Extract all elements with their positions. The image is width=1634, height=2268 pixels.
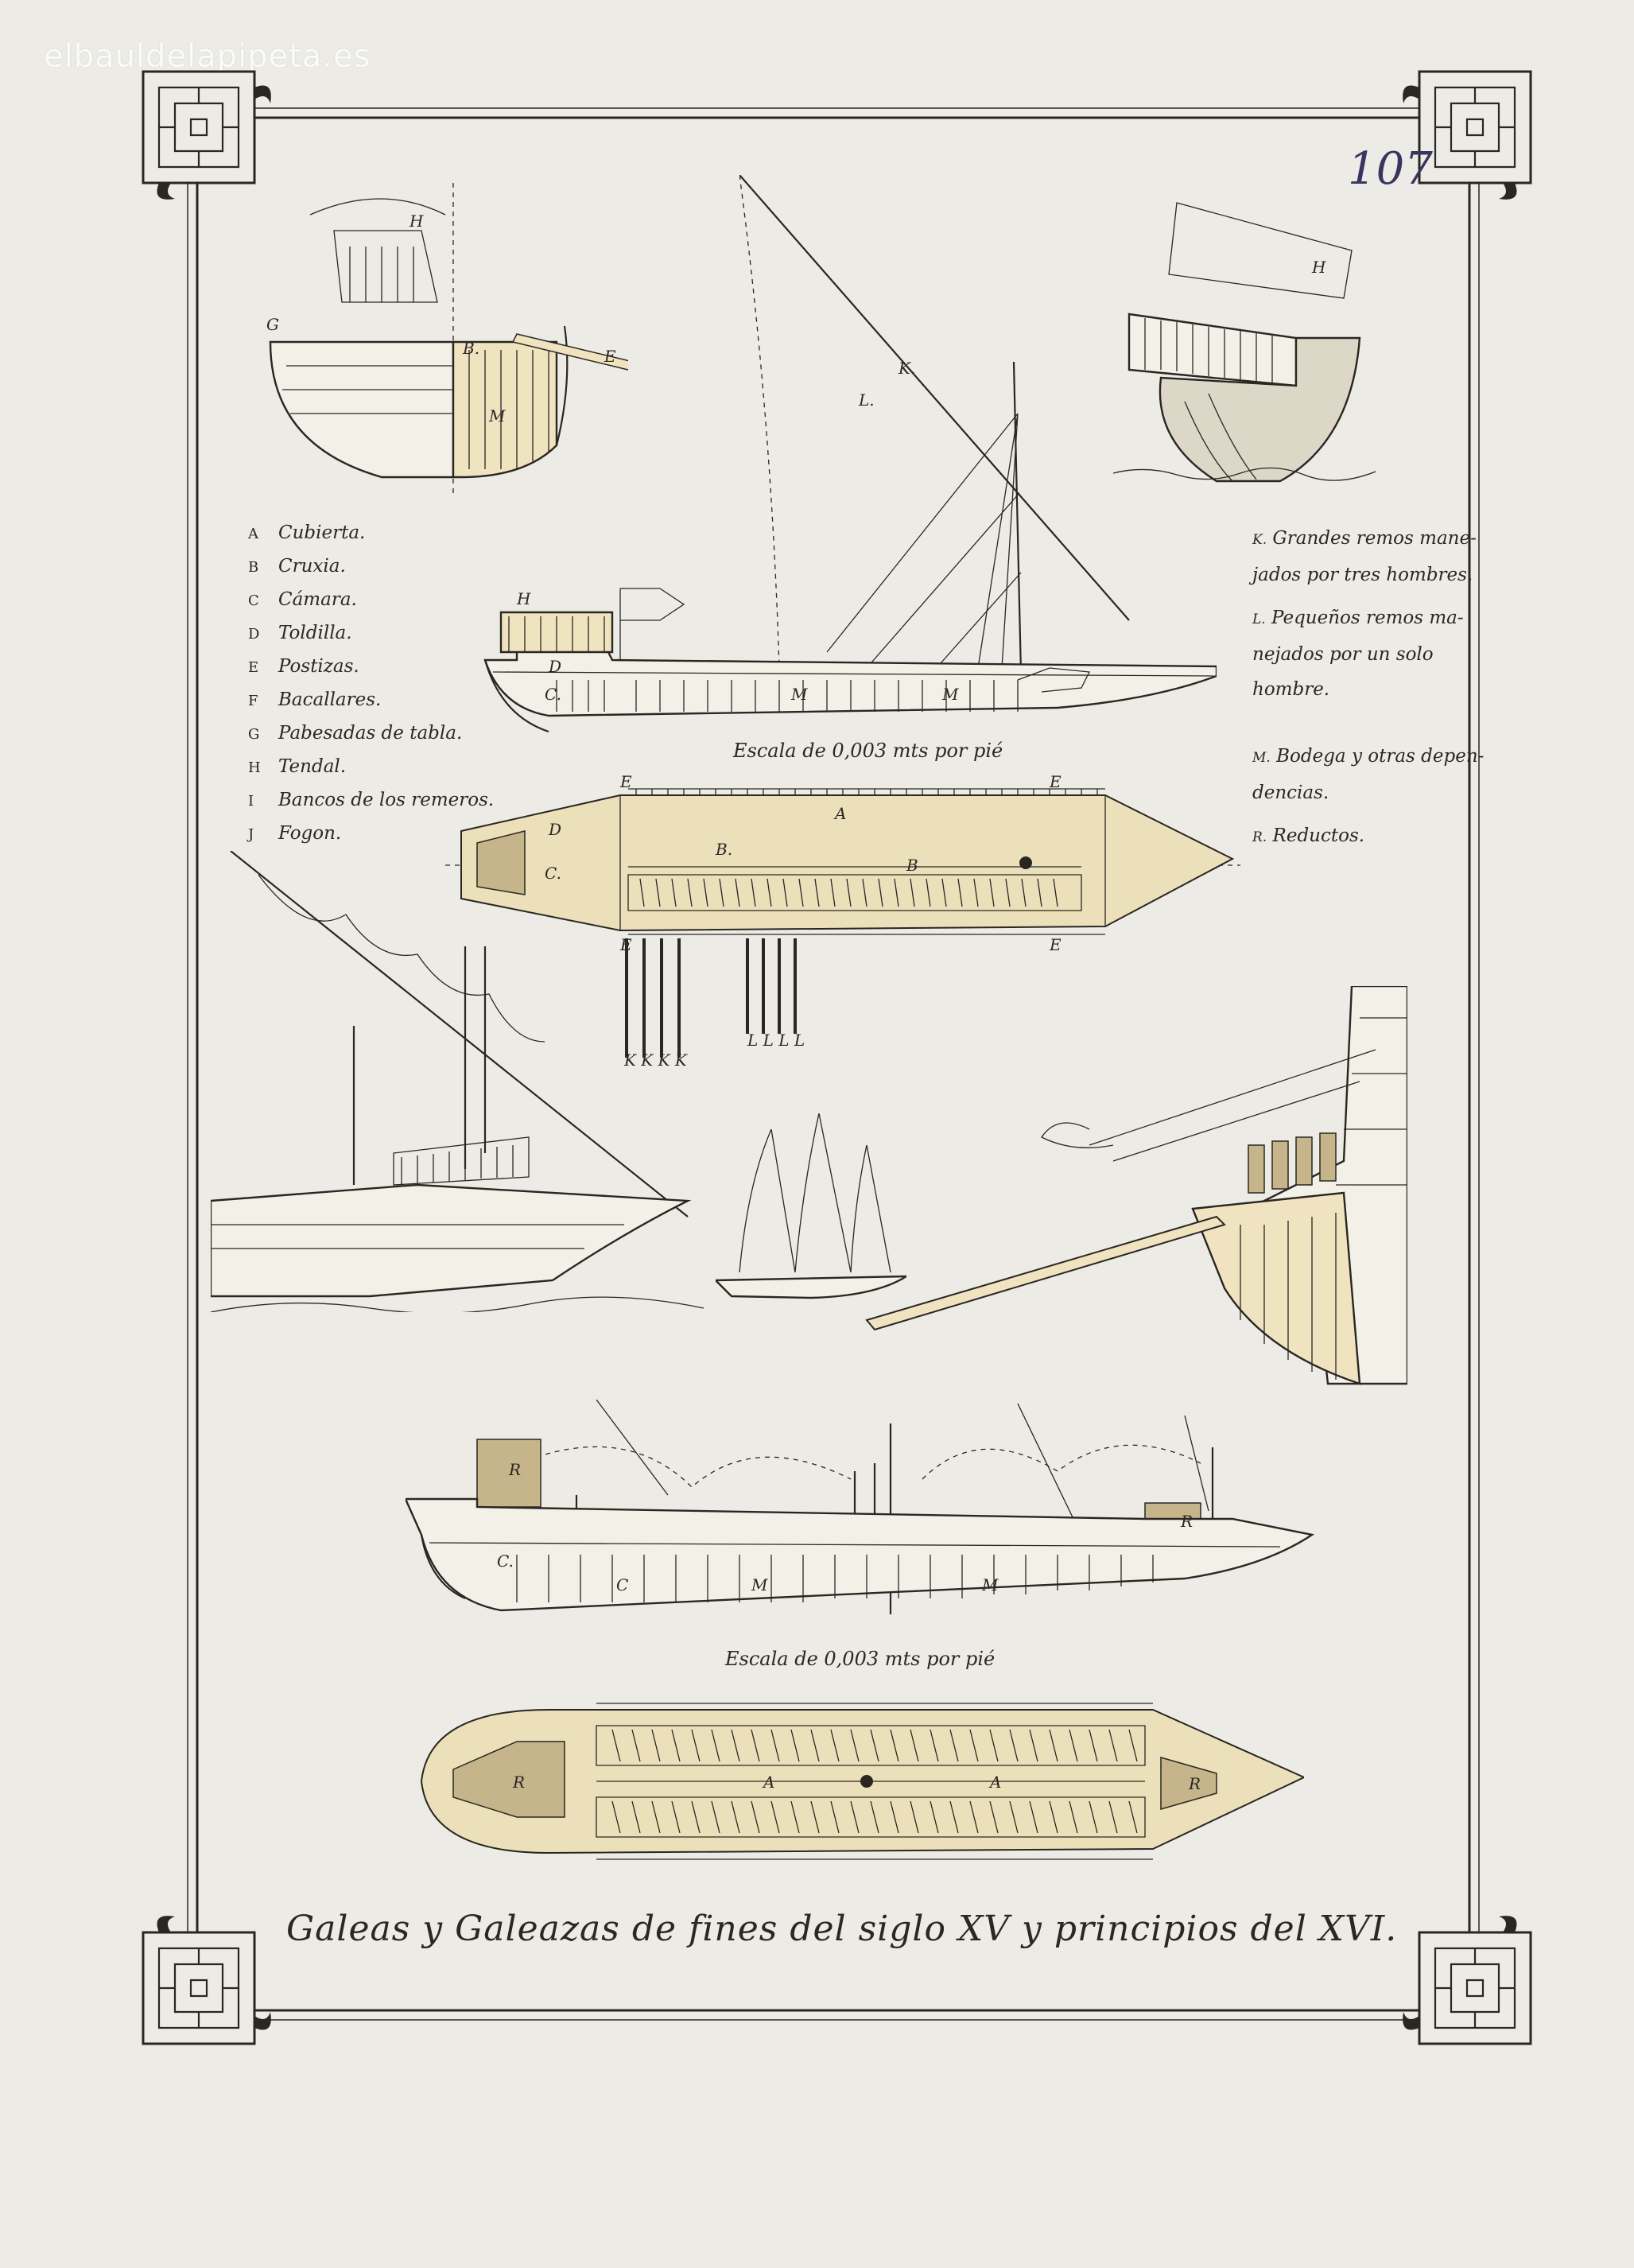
stern-section-illustration: H G B. M E [266,183,628,493]
svg-text:R: R [1188,1774,1201,1793]
svg-text:D: D [548,820,561,839]
svg-text:K K K K: K K K K [623,1051,688,1070]
svg-text:C.: C. [545,685,561,704]
svg-text:H: H [1311,258,1326,277]
legend-item: R. Reductos. [1252,825,1365,846]
svg-text:K.: K. [898,359,915,378]
svg-text:L L L L: L L L L [747,1031,805,1050]
scale-lower: Escala de 0,003 mts por pié [725,1648,996,1670]
svg-text:B: B [906,856,918,875]
svg-text:A: A [762,1773,774,1792]
svg-text:E: E [619,935,632,954]
svg-text:L.: L. [858,390,875,410]
lateen-sail-illustration: K. L. [739,175,1130,709]
galleass-side-elevation: R R C. C M M [406,1400,1315,1614]
legend-right: K. Grandes remos mane-jados por tres hom… [1252,521,1491,855]
svg-text:E: E [604,347,616,366]
legend-item: L. Pequeños remos ma-nejados por un solo… [1252,608,1464,700]
svg-text:M: M [790,685,808,704]
svg-text:E: E [619,772,632,791]
svg-text:C.: C. [497,1551,514,1571]
galley-side-elevation: H D C. M M [483,588,1217,733]
galleass-deck-plan: R R A A [420,1703,1304,1860]
corner-ornament-top-left [142,70,271,200]
corner-ornament-bottom-left [142,1916,271,2045]
svg-text:M: M [981,1575,999,1594]
svg-text:G: G [266,315,279,334]
svg-text:R: R [1180,1512,1193,1531]
legend-item: K. Grandes remos mane-jados por tres hom… [1252,528,1477,585]
corner-ornament-bottom-right [1403,1916,1532,2045]
svg-text:A: A [833,804,846,823]
page-number: 107 [1348,143,1433,195]
galleass-bow-illustration [211,851,704,1312]
legend-item: M. Bodega y otras depen-dencias. [1252,746,1485,803]
svg-text:M: M [751,1575,768,1594]
svg-text:C.: C. [545,864,561,883]
svg-text:C: C [616,1575,628,1594]
svg-text:H: H [409,212,424,231]
galleass-stern-oar-illustration [865,986,1407,1385]
svg-text:R: R [508,1460,521,1479]
svg-text:E: E [1049,935,1062,954]
scale-upper: Escala de 0,003 mts por pié [733,740,1003,762]
svg-text:M: M [488,406,506,425]
galley-deck-plan: A B. B D C. E E E E K K K K L L L L [445,772,1240,1070]
svg-text:B.: B. [462,339,479,358]
svg-text:M: M [941,685,959,704]
svg-text:B.: B. [715,840,732,859]
page-title: Galeas y Galeazas de fines del siglo XV … [286,1909,1398,1949]
corner-ornament-top-right [1403,70,1532,200]
svg-text:D: D [548,657,561,676]
svg-text:H: H [516,589,531,608]
svg-text:R: R [512,1773,525,1792]
stern-view-illustration: H [1113,202,1376,483]
watermark: elbauldelapipeta.es [44,38,371,75]
distant-galleys-illustration [716,1113,906,1299]
svg-text:E: E [1049,772,1062,791]
svg-text:A: A [988,1773,1001,1792]
